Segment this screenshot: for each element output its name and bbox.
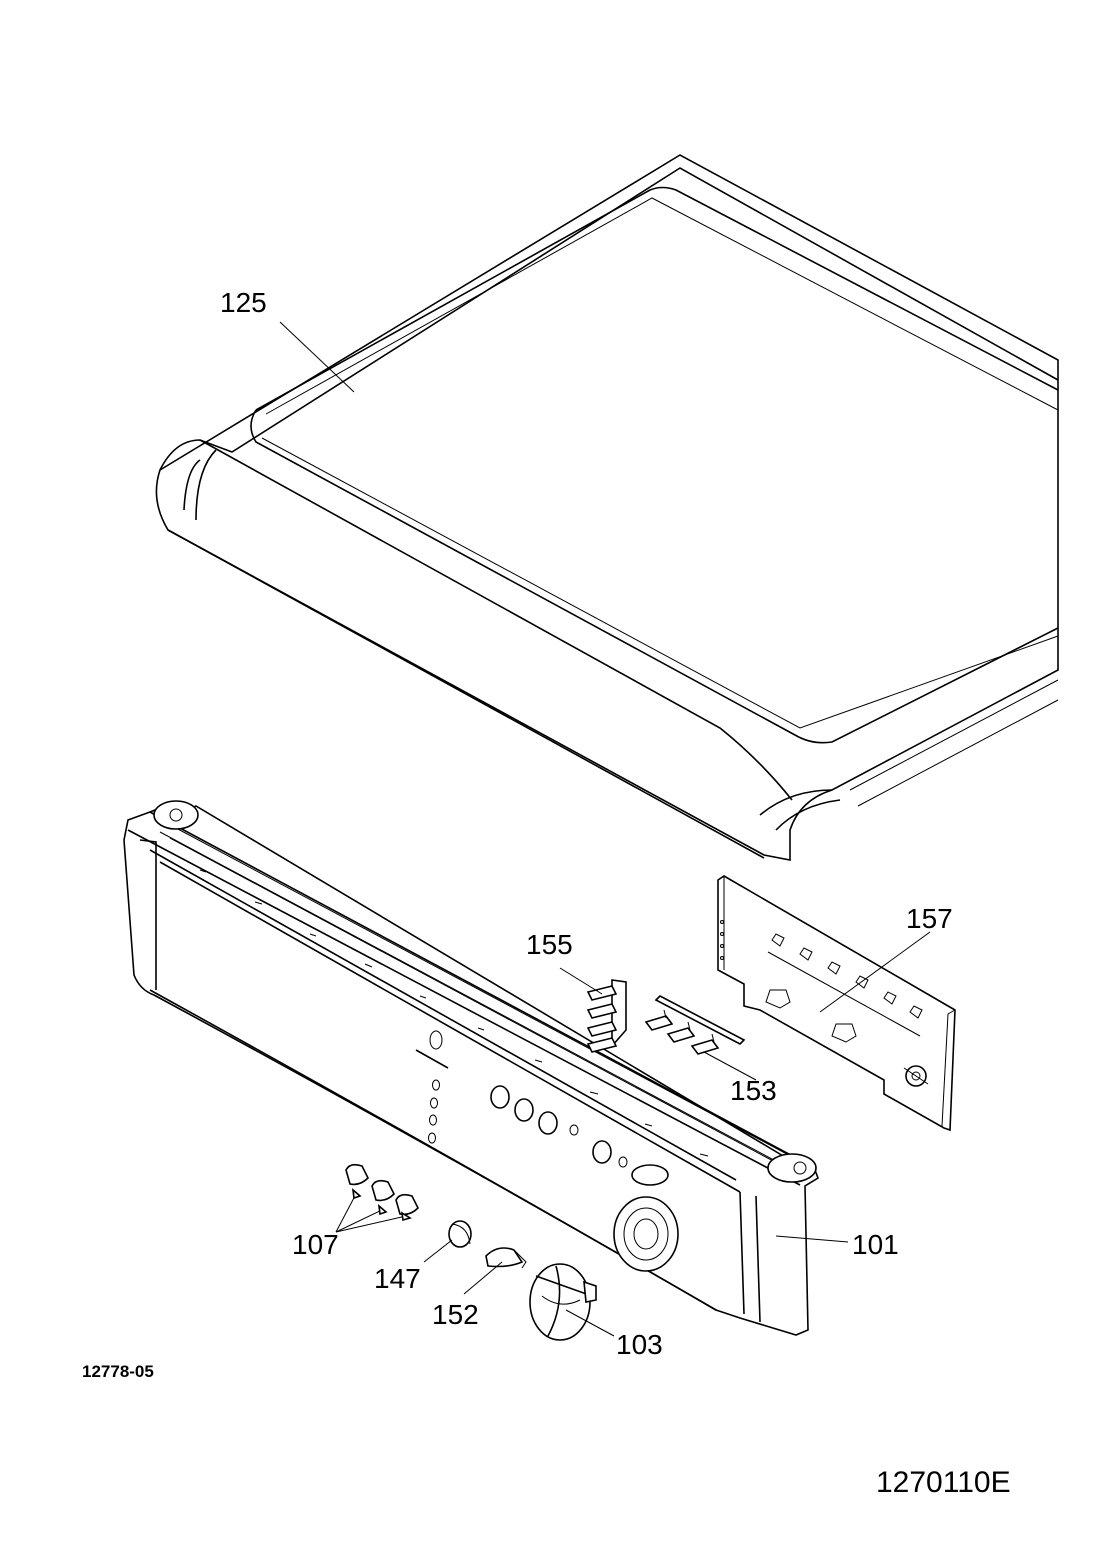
light-guides-155-part [586, 979, 627, 1053]
drawing-code-label: 12778-05 [82, 1362, 154, 1381]
callout-107-label: 107 [292, 1229, 339, 1260]
lid-part [155, 154, 1059, 861]
callout-155-label: 155 [526, 929, 573, 960]
knob-part [529, 1263, 597, 1341]
callout-101-label: 101 [852, 1229, 899, 1260]
push-buttons-107-part [345, 1163, 419, 1216]
document-number-label: 1270110E [876, 1466, 1011, 1499]
light-guides-153-part [644, 995, 746, 1055]
callout-147-label: 147 [374, 1263, 421, 1294]
leader-lines [279, 321, 931, 1337]
control-panel-part [123, 800, 819, 1336]
callout-157-label: 157 [906, 903, 953, 934]
button-152-part [485, 1247, 527, 1269]
button-147-part [448, 1220, 472, 1248]
callout-125-label: 125 [220, 287, 267, 318]
callout-152-label: 152 [432, 1299, 479, 1330]
callout-153-label: 153 [730, 1075, 777, 1106]
callout-103-label: 103 [616, 1329, 663, 1360]
